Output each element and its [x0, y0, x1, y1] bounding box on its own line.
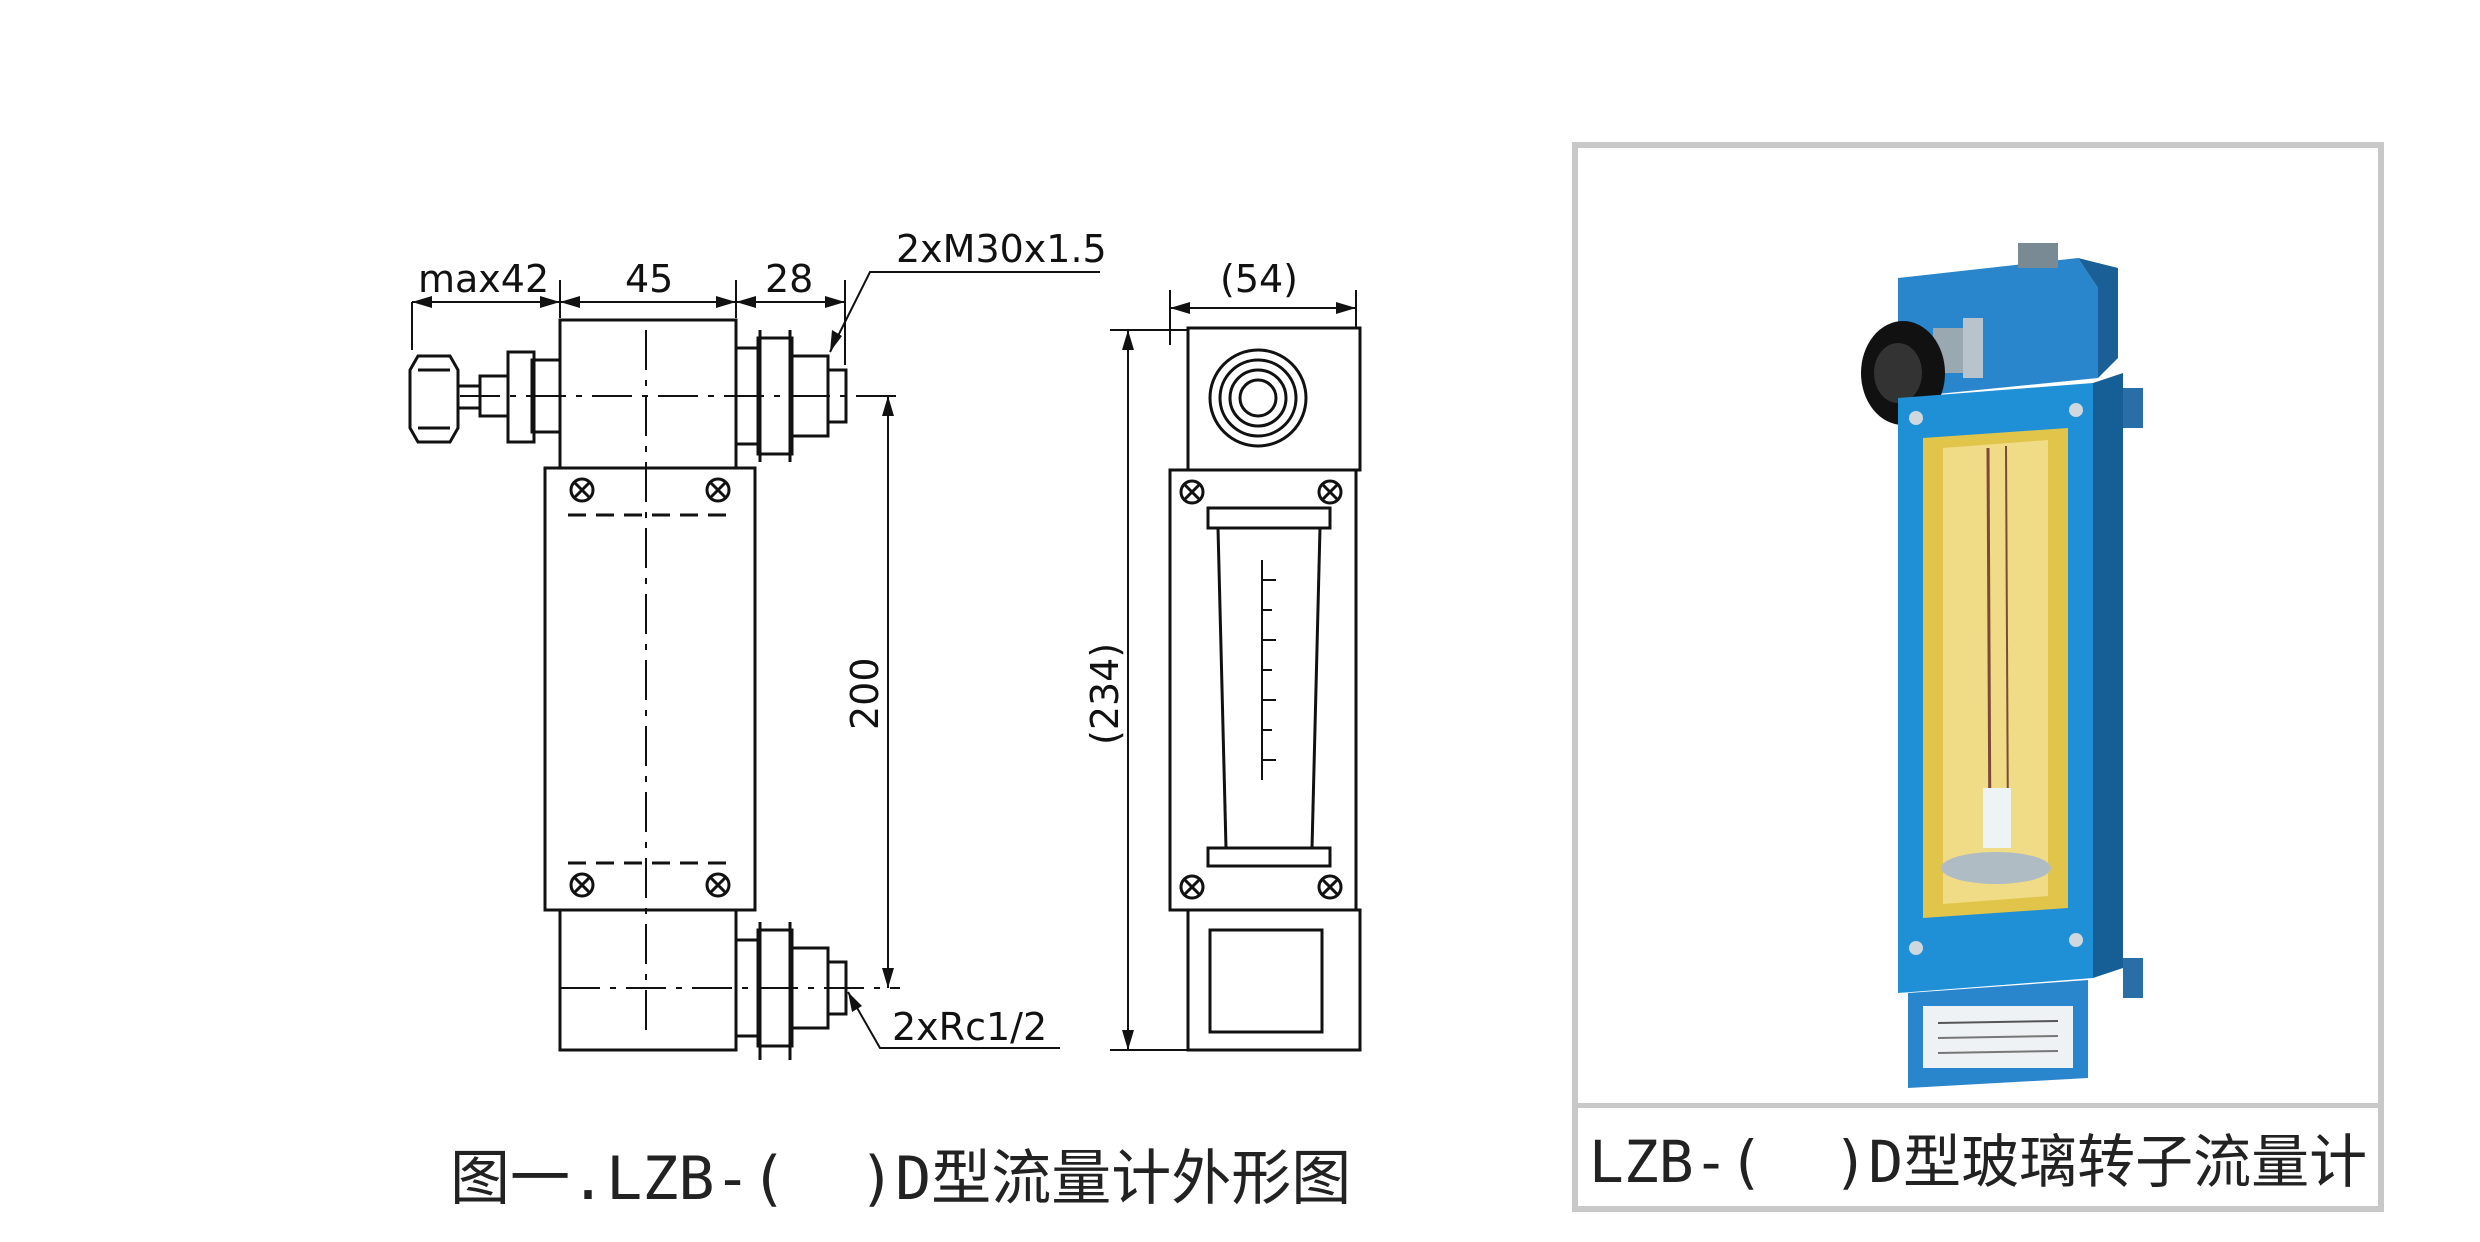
dim-center-distance: 200 — [843, 657, 887, 730]
side-upper-block — [1186, 326, 1362, 472]
dim-knob-length: max42 — [418, 257, 549, 301]
front-main-frame — [543, 466, 757, 912]
photo-caption: LZB-( )D型玻璃转子流量计 — [1588, 1128, 2368, 1196]
front-upper-block — [558, 318, 738, 470]
side-lower-block — [1186, 908, 1362, 1052]
front-screws — [569, 477, 731, 898]
valve-knob — [408, 350, 562, 444]
dim-total-height: (234) — [1083, 643, 1127, 745]
drawing-caption: 图一.LZB-( )D型流量计外形图 — [450, 1144, 1352, 1214]
upper-fitting — [734, 330, 848, 462]
photo-frame: LZB-( )D型玻璃转子流量计 — [1572, 142, 2384, 1212]
product-photo — [1578, 148, 2378, 1108]
side-screws — [1179, 479, 1343, 900]
dim-fitting-width: 28 — [765, 257, 813, 301]
front-lower-block — [558, 908, 738, 1052]
dim-thread-top: 2xM30x1.5 — [896, 227, 1107, 271]
lower-fitting — [734, 922, 848, 1060]
dim-body-width: 45 — [625, 257, 673, 301]
glass-tube — [1206, 506, 1332, 868]
dim-thread-bottom: 2xRc1/2 — [892, 1005, 1047, 1049]
dim-side-width: (54) — [1220, 257, 1298, 301]
